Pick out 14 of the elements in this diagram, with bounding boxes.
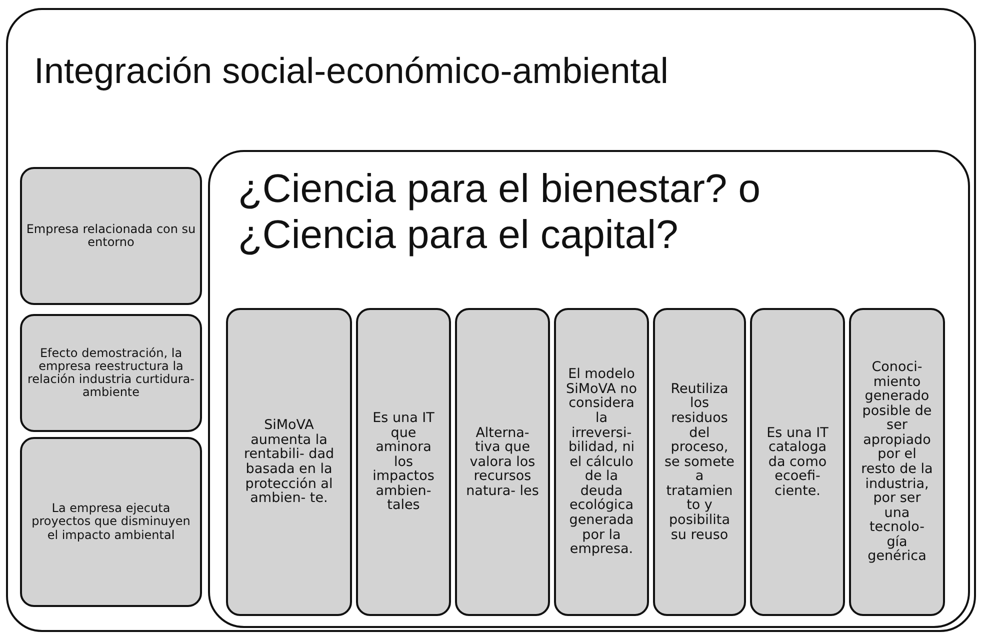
text-box: Es una IT cataloga da como ecoefi- ciente. [750,308,845,616]
heading: Integración social-económico-ambiental [34,50,670,92]
text-box: Alterna- tiva que valora los recursos natura- les [455,308,550,616]
outer-frame [6,8,976,632]
text-box: SiMoVA aumenta la rentabili- dad basada en la protección al ambien- te. [226,308,352,616]
text-box: Reutiliza los residuos del proceso, se somete a tratamien to y posibilita su reuso [653,308,746,616]
text-box: Conoci- miento generado posible de ser apropiado por el resto de la industria, por ser una tecnolo- gía genérica [849,308,945,616]
text-box: El modelo SiMoVA no considera la irreversi- bilidad, ni el cálculo de la deuda ecológica generada por la empresa. [554,308,649,616]
heading: ¿Ciencia para el bienestar? o ¿Ciencia para el capital? [238,166,762,258]
inner-panel [208,150,970,628]
text-box: Es una IT que aminora los impactos ambien- tales [356,308,451,616]
text-box: Efecto demostración, la empresa reestructura la relación industria curtidura-ambiente [20,314,202,432]
text-box: La empresa ejecuta proyectos que disminuyen el impacto ambiental [20,437,202,607]
text-box: Empresa relacionada con su entorno [20,167,202,305]
